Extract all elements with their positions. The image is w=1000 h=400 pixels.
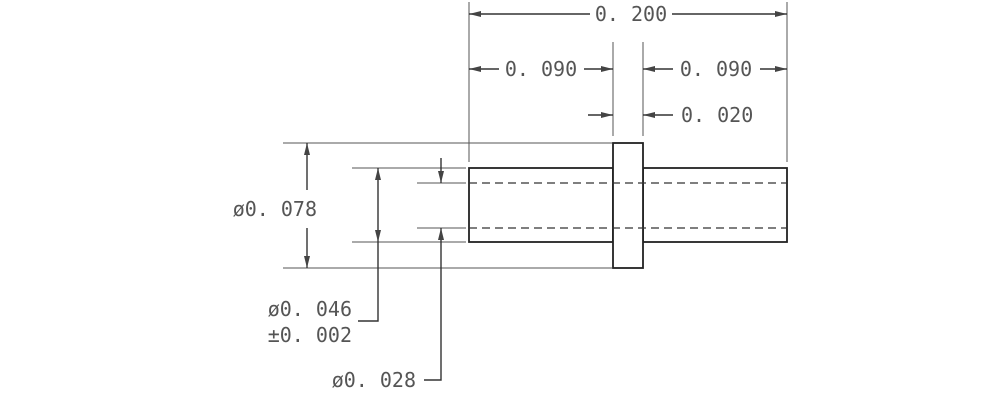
body-diameter-tolerance: ±0. 002	[268, 323, 352, 347]
dim-hole-leader	[424, 252, 442, 381]
right-body	[642, 167, 788, 243]
part-geometry	[468, 142, 788, 269]
outer-diameter-label: ø0. 078	[233, 197, 317, 221]
dim-flange-width: 0. 020	[588, 103, 753, 127]
dim-body-diameter: ø0. 046 ±0. 002	[268, 168, 381, 347]
left-length-label: 0. 090	[505, 57, 577, 81]
dim-hole-diameter: ø0. 028	[332, 158, 444, 392]
dim-body-leader	[358, 242, 379, 322]
dim-left-length: 0. 090	[469, 57, 613, 81]
hole-diameter-label: ø0. 028	[332, 368, 416, 392]
body-diameter-label: ø0. 046	[268, 297, 352, 321]
left-body	[468, 167, 614, 243]
dim-right-length: 0. 090	[643, 57, 787, 81]
right-length-label: 0. 090	[680, 57, 752, 81]
dim-outer-diameter: ø0. 078	[233, 143, 317, 268]
extension-lines	[283, 2, 788, 269]
overall-length-label: 0. 200	[595, 2, 667, 26]
flange	[612, 142, 644, 269]
flange-width-label: 0. 020	[681, 103, 753, 127]
dim-overall-length: 0. 200	[469, 2, 787, 26]
